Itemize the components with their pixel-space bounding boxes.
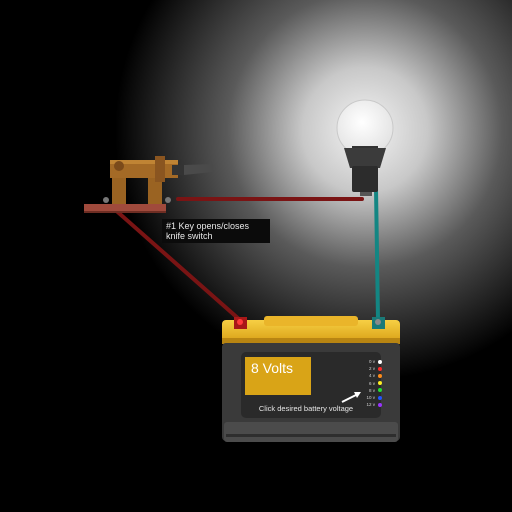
switch-blade-highlight <box>110 160 178 164</box>
voltage-option[interactable]: 8 v <box>356 387 382 394</box>
switch-terminal-left <box>103 197 109 203</box>
switch-handle[interactable] <box>184 164 213 175</box>
knife-switch[interactable] <box>84 156 213 213</box>
selection-arrow-icon <box>341 392 361 403</box>
tooltip-line-2: knife switch <box>166 231 213 241</box>
battery-bottom-stripe <box>226 434 396 437</box>
light-bulb <box>336 99 394 196</box>
switch-hinge <box>155 156 165 182</box>
voltage-option[interactable]: 10 v <box>356 394 382 401</box>
battery-bottom <box>224 422 398 442</box>
switch-pivot <box>114 161 124 171</box>
battery-top-edge <box>222 338 400 344</box>
voltage-option-dot[interactable] <box>378 395 382 400</box>
voltage-hint: Click desired battery voltage <box>258 404 354 413</box>
switch-insulator <box>172 165 186 175</box>
voltage-option[interactable]: 4 v <box>356 372 382 379</box>
voltage-option-dot[interactable] <box>378 366 382 371</box>
switch-base-shadow <box>84 211 166 213</box>
bulb-base <box>352 166 378 192</box>
voltage-option[interactable]: 6 v <box>356 380 382 387</box>
voltage-option[interactable]: 12 v <box>356 401 382 408</box>
tooltip-line-1: #1 Key opens/closes <box>166 221 250 231</box>
voltage-display: 8 Volts <box>245 357 311 395</box>
voltage-option[interactable]: 2 v <box>356 365 382 372</box>
voltage-option-label: 8 v <box>368 387 375 393</box>
voltage-option-dot[interactable] <box>378 381 382 386</box>
bulb-socket <box>344 148 386 168</box>
battery-top-ridge <box>264 316 358 326</box>
negative-terminal-bolt <box>375 319 381 325</box>
bulb-base-contact <box>360 192 372 196</box>
voltage-option[interactable]: 0 v <box>356 358 382 365</box>
switch-terminal-right <box>165 197 171 203</box>
voltage-option-label: 0 v <box>368 359 375 365</box>
voltage-option-dot[interactable] <box>378 402 382 407</box>
positive-terminal-bolt <box>237 319 243 325</box>
voltage-option-dot[interactable] <box>378 388 382 393</box>
voltage-option-dot[interactable] <box>378 373 382 378</box>
voltage-option-label: 10 v <box>366 395 375 401</box>
wire-bulb-to-battery <box>374 186 380 322</box>
voltage-option-label: 4 v <box>368 373 375 379</box>
switch-base <box>84 204 166 213</box>
voltage-option-dot[interactable] <box>378 359 382 364</box>
voltage-option-label: 2 v <box>368 366 375 372</box>
switch-tooltip: #1 Key opens/closes knife switch <box>162 219 270 243</box>
voltage-option-label: 6 v <box>368 380 375 386</box>
wire-switch-to-battery <box>110 205 242 322</box>
voltage-option-label: 12 v <box>366 402 375 408</box>
